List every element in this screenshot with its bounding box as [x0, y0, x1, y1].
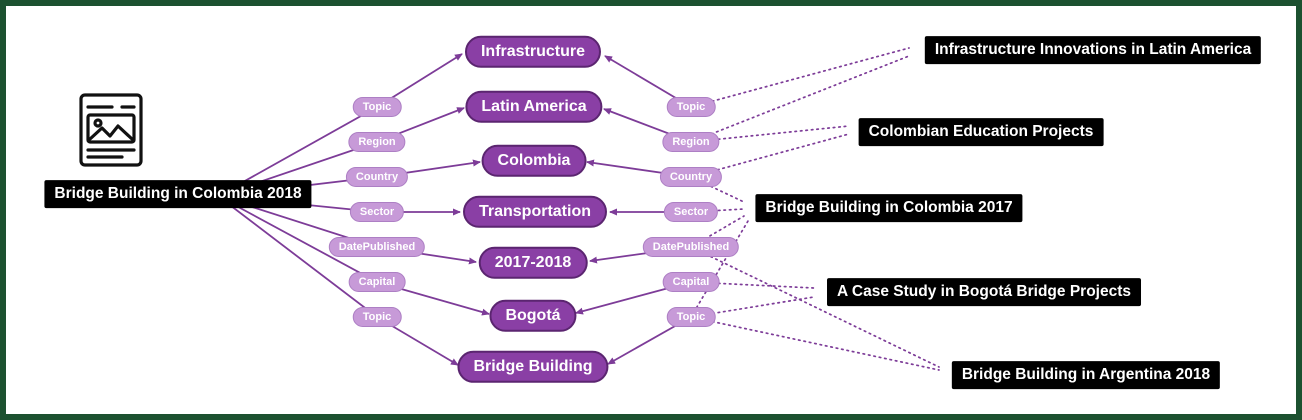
relation-right-region[interactable]: Region: [662, 131, 720, 153]
relation-right-topic-1[interactable]: Topic: [666, 96, 716, 118]
entity-node-infrastructure[interactable]: Infrastructure: [464, 35, 602, 69]
relation-left-sector[interactable]: Sector: [349, 201, 405, 223]
relation-left-country[interactable]: Country: [345, 166, 409, 188]
relation-left-topic-2[interactable]: Topic: [352, 306, 402, 328]
relation-left-topic-1[interactable]: Topic: [352, 96, 402, 118]
relation-right-capital[interactable]: Capital: [662, 271, 720, 293]
relation-right-datepublished[interactable]: DatePublished: [642, 236, 740, 258]
entity-node-bogota[interactable]: Bogotá: [489, 299, 577, 333]
entity-node-latin-america[interactable]: Latin America: [465, 90, 603, 124]
article-icon: [79, 93, 143, 167]
related-document-label-bridge-argentina-2018[interactable]: Bridge Building in Argentina 2018: [951, 361, 1221, 389]
entity-node-colombia[interactable]: Colombia: [481, 144, 587, 178]
relation-right-sector[interactable]: Sector: [663, 201, 719, 223]
entity-node-transportation[interactable]: Transportation: [462, 195, 608, 229]
relation-right-country[interactable]: Country: [659, 166, 723, 188]
related-document-label-bridge-colombia-2017[interactable]: Bridge Building in Colombia 2017: [755, 194, 1023, 222]
entity-node-bridge-building[interactable]: Bridge Building: [457, 350, 609, 384]
related-document-label-infrastructure-innovations[interactable]: Infrastructure Innovations in Latin Amer…: [924, 36, 1262, 64]
relation-left-datepublished[interactable]: DatePublished: [328, 236, 426, 258]
related-document-label-case-study-bogota[interactable]: A Case Study in Bogotá Bridge Projects: [827, 278, 1141, 306]
source-document-label[interactable]: Bridge Building in Colombia 2018: [44, 180, 312, 208]
source-document-icon[interactable]: [78, 92, 144, 168]
entity-node-2017-2018[interactable]: 2017-2018: [478, 246, 588, 280]
relation-left-capital[interactable]: Capital: [348, 271, 406, 293]
relation-right-topic-2[interactable]: Topic: [666, 306, 716, 328]
relation-left-region[interactable]: Region: [348, 131, 406, 153]
graph-edges: [217, 47, 940, 371]
related-document-label-colombian-education[interactable]: Colombian Education Projects: [858, 118, 1104, 146]
